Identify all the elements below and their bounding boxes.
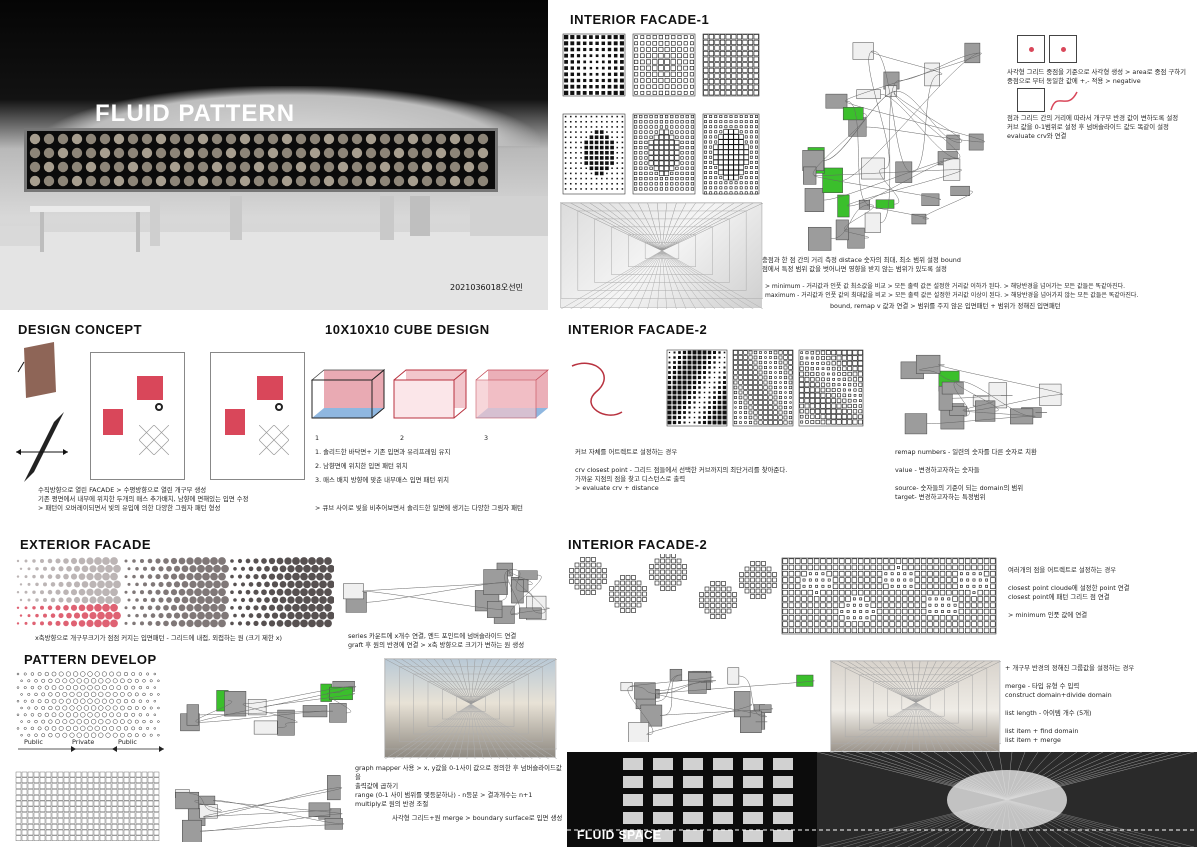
facade-1-note-2: 점과 그리드 간의 거리에 따라서 개구부 반경 값이 변하도록 설정 커브 값… <box>1007 114 1179 140</box>
pattern-develop-node-svg-2 <box>175 775 345 842</box>
cube-step-2: 2. 남향면에 위치한 입면 패턴 위치 <box>315 462 408 470</box>
cube-label-3: 3 <box>484 434 489 442</box>
interior-facade-2a-title: INTERIOR FACADE-2 <box>568 322 708 337</box>
pattern-develop-node-svg-1 <box>180 680 357 736</box>
cube-design-title: 10X10X10 CUBE DESIGN <box>325 322 490 337</box>
pattern-develop-text-1: graph mapper 사용 > x, y값을 0-1사이 값으로 정의한 후… <box>355 764 562 808</box>
student-id: 2021036018오선민 <box>450 283 523 292</box>
hero-title: FLUID PATTERN <box>95 100 296 127</box>
facade-1-render-svg <box>560 202 764 310</box>
fluid-space-svg <box>567 752 1197 847</box>
facade-1-render <box>560 202 764 310</box>
facade-2a-right-text: remap numbers - 일련의 숫자를 다른 숫자로 치환 value … <box>895 448 1037 501</box>
cube-label-1: 1 <box>315 434 320 442</box>
facade-1-note-4: > minimum - 거리값과 인풋 값 최소값을 비교 > 모든 출력 값은… <box>765 283 1139 299</box>
facade-1-note-5: bound, remap v 값과 연결 > 범위를 주지 않은 입면패턴 + … <box>830 302 1061 310</box>
facade-2a-pattern-svg <box>666 349 864 427</box>
cube-label-2: 2 <box>400 434 405 442</box>
facade-2b-pattern-svg <box>569 554 997 635</box>
pattern-develop-render <box>384 658 558 760</box>
hero-render: FLUID PATTERN 2021036018오선민 <box>0 0 548 310</box>
facade-1-node-svg <box>802 42 985 251</box>
facade-2a-left-text: 커브 자체를 어트렉트로 설정하는 경우 crv closest point -… <box>575 448 788 492</box>
exterior-node-svg <box>343 562 550 624</box>
pattern-develop-title: PATTERN DEVELOP <box>24 652 157 667</box>
axis-label-private: Private <box>72 738 95 746</box>
facade-band <box>24 128 498 192</box>
exterior-facade-title: EXTERIOR FACADE <box>20 537 152 552</box>
cube-diagrams <box>310 368 550 419</box>
facade-circle-pattern <box>29 133 489 187</box>
exterior-left-text: x축방향으로 개구부크기가 점점 커지는 입면패턴 - 그리드에 내접, 외접하… <box>35 634 283 642</box>
facade-1-pattern-svg <box>562 33 760 195</box>
design-concept-text: 수직방향으로 열린 FACADE > 수평방향으로 열린 개구부 생성 기존 평… <box>38 486 249 512</box>
diagram-point-box <box>1017 35 1045 63</box>
facade-1-node-graph <box>785 22 1000 252</box>
curve-sketch-icon <box>1050 91 1078 111</box>
axis-label-public-left: Public <box>24 738 43 746</box>
facade-1-pattern-grid <box>561 32 761 202</box>
concept-plan-1 <box>90 352 185 480</box>
facade-1-note-3: 충점과 한 점 간의 거리 측정 distace 숫자의 최대, 최소 범위 설… <box>762 256 961 273</box>
ground-plane <box>0 232 548 310</box>
cube-step-1: 1. 솔리드한 바닥면+ 기존 입면과 유리프레임 유지 <box>315 448 451 456</box>
facade-2b-render-svg <box>830 660 1002 754</box>
diagram-offset-box <box>1049 35 1077 63</box>
exterior-facade-pattern-svg <box>16 557 334 628</box>
interior-facade-2b-title: INTERIOR FACADE-2 <box>568 537 708 552</box>
facade-2b-text-2: + 개구부 반경의 정해진 그룹값을 설정하는 경우 merge - 타입 유형… <box>1005 664 1135 744</box>
cube-step-3: 3. 매스 배치 방향에 맞춘 내부매스 입면 패턴 위치 <box>315 476 450 484</box>
interior-facade-1-title: INTERIOR FACADE-1 <box>570 12 710 27</box>
pattern-develop-render-svg <box>384 658 558 760</box>
concept-plan-2 <box>210 352 305 480</box>
exterior-right-text: series 카운트에 x개수 연결, 엔드 포인트에 넘버슬라이드 연결 gr… <box>348 632 525 649</box>
facade-2b-render <box>830 660 1002 754</box>
concept-diagram <box>16 342 68 482</box>
attractor-curve-sketch <box>571 362 623 416</box>
facade-2b-node-svg <box>620 667 815 742</box>
public-private-axis <box>18 746 164 752</box>
axis-label-public-right: Public <box>118 738 137 746</box>
arrow-icon <box>159 746 164 752</box>
pattern-develop-text-2: 사각형 그리드+원 merge > boundary surface로 입면 생… <box>392 814 563 822</box>
diagram-curve-box <box>1017 88 1045 112</box>
left-right-arrow-icon <box>16 449 21 455</box>
hero-structures <box>0 196 548 252</box>
cube-note: > 큐브 사이로 빛을 비추어보면서 솔리드한 일면에 생기는 다양한 그림자 … <box>315 504 523 512</box>
design-concept-title: DESIGN CONCEPT <box>18 322 143 337</box>
facade-2a-node-svg <box>900 354 1064 435</box>
facade-1-note-1: 사각형 그리드 중점을 기준으로 사각형 생성 > area로 중점 구하기 중… <box>1007 68 1186 85</box>
pattern-develop-hex-svg <box>16 671 160 738</box>
facade-2b-text-1: 여러개의 점을 어트렉트로 설정하는 경우 closest point clou… <box>1008 566 1130 619</box>
pattern-develop-grid-svg <box>15 771 160 842</box>
fluid-space-strip <box>567 752 1197 847</box>
fluid-space-title: FLUID SPACE <box>577 828 662 842</box>
